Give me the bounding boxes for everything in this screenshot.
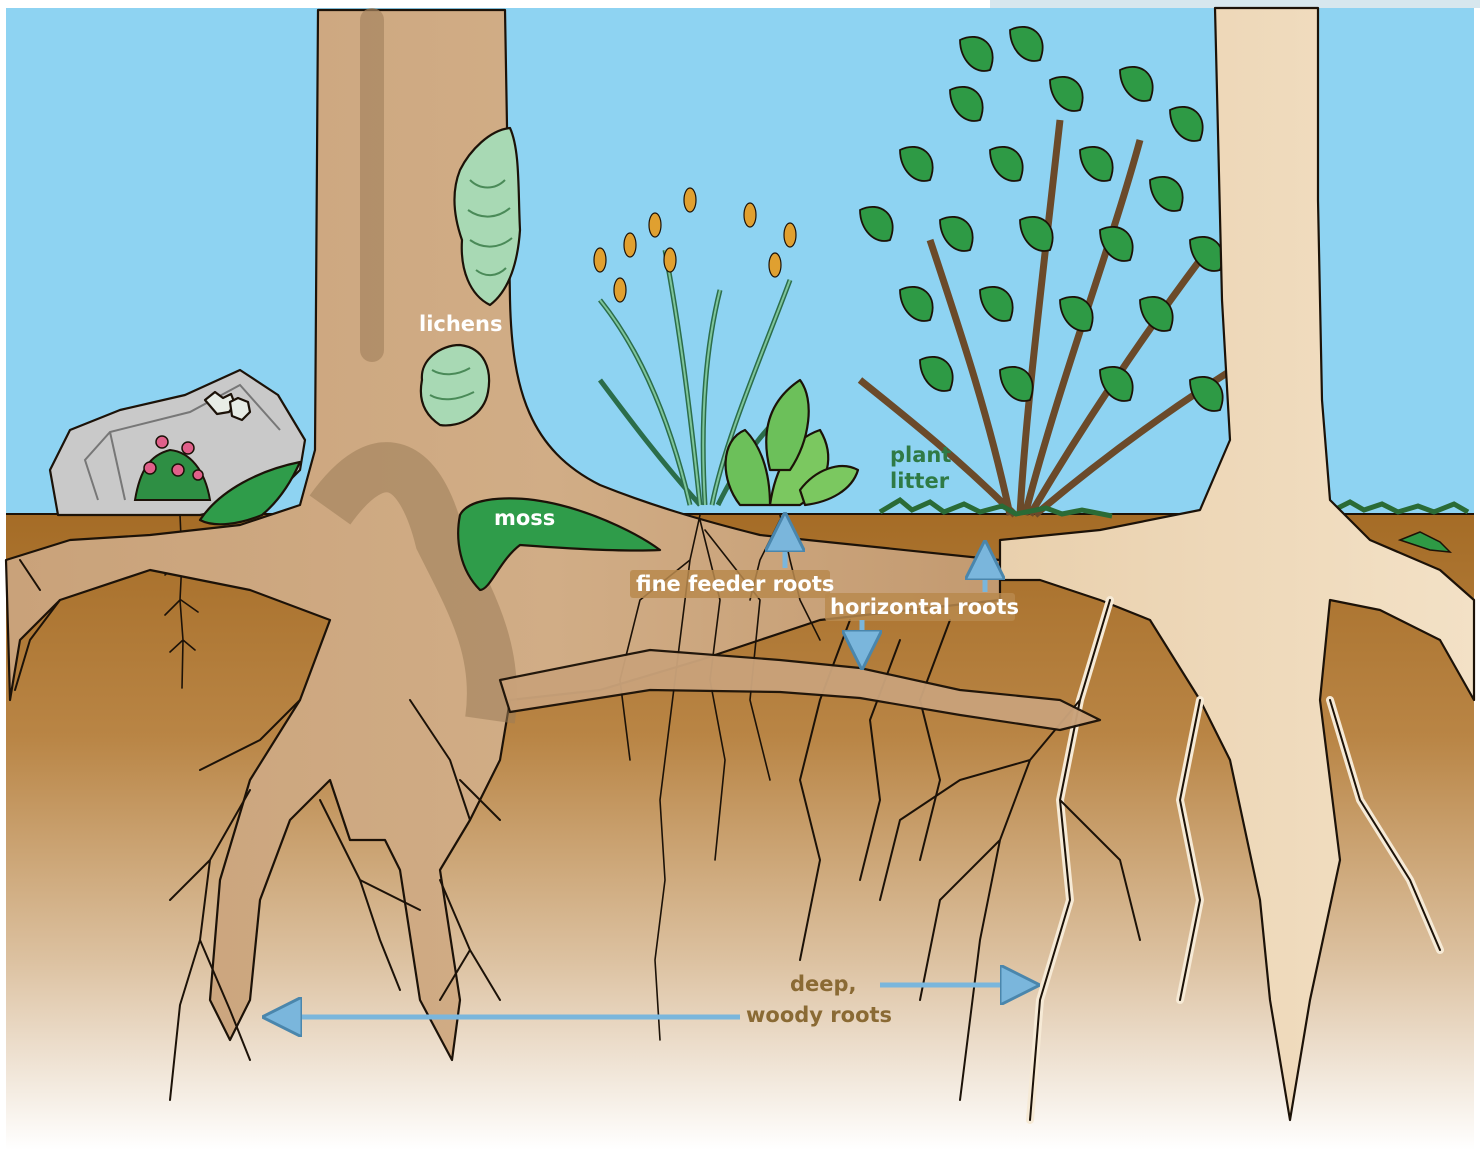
label-fine-feeder-roots: fine feeder roots	[636, 572, 834, 596]
label-plant-litter-line2: litter	[890, 469, 950, 493]
label-deep-woody-line2: woody roots	[746, 1003, 892, 1027]
label-horizontal-roots: horizontal roots	[830, 595, 1019, 619]
label-plant-litter-line1: plant	[890, 443, 951, 467]
label-lichens: lichens	[419, 312, 503, 336]
label-deep-woody-line1: deep,	[790, 972, 857, 996]
label-moss: moss	[494, 506, 555, 530]
top-corner-tab	[990, 0, 1480, 8]
